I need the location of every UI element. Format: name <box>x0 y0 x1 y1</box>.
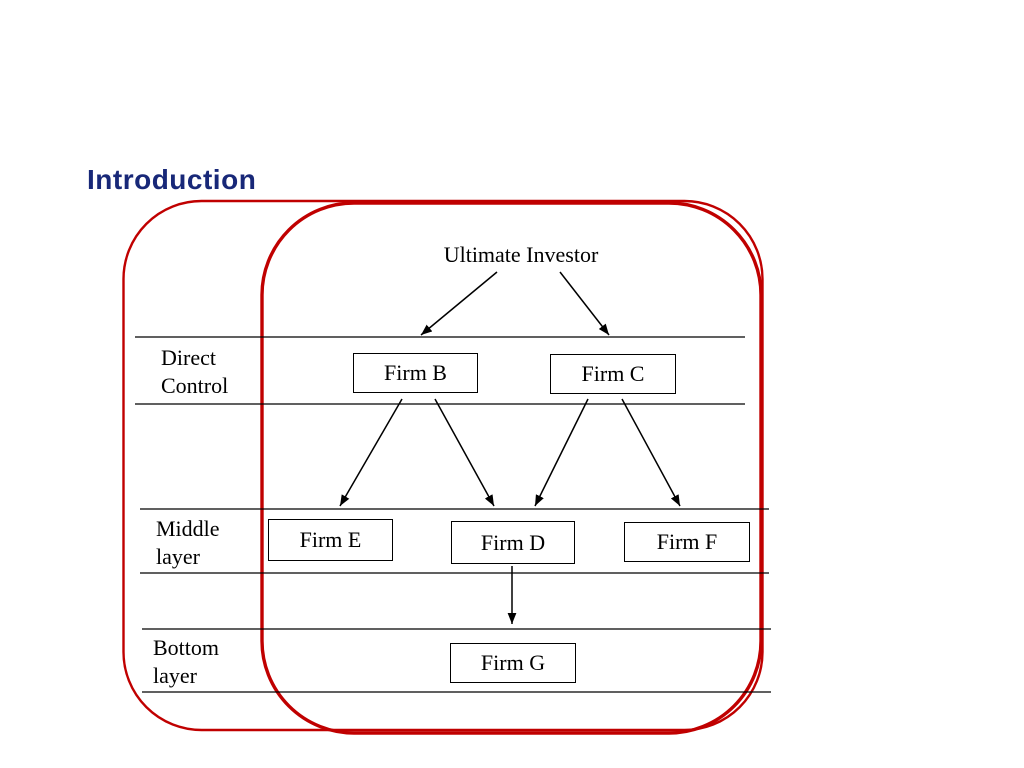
firm-box-e: Firm E <box>268 519 393 561</box>
red-boundary-outer <box>122 199 764 732</box>
firm-box-g: Firm G <box>450 643 576 683</box>
layer-label-direct-control-line2: Control <box>161 373 229 398</box>
firm-box-f: Firm F <box>624 522 750 562</box>
arrow-firm-b-to-firm-e <box>339 398 403 507</box>
firm-box-d: Firm D <box>451 521 575 564</box>
layer-label-bottom-layer-line1: Bottom <box>153 635 220 660</box>
arrow-firm-c-to-firm-f <box>621 398 681 507</box>
layer-label-middle-layer: Middle layer <box>156 515 220 571</box>
arrow-firm-c-to-firm-d <box>534 398 589 507</box>
arrow-ultimate-to-firm-c <box>559 271 610 336</box>
firm-box-g-label: Firm G <box>480 650 546 675</box>
layer-label-direct-control: Direct Control <box>161 344 228 400</box>
firm-box-d-label: Firm D <box>480 529 546 555</box>
ultimate-investor-label: Ultimate Investor <box>443 242 599 267</box>
arrow-ultimate-to-firm-b <box>420 271 498 336</box>
slide-title: Introduction <box>87 164 257 195</box>
layer-label-middle-layer-line2: layer <box>156 544 200 569</box>
firm-box-b: Firm B <box>353 353 478 393</box>
firm-box-c: Firm C <box>550 354 676 394</box>
layer-label-bottom-layer: Bottom layer <box>153 634 219 690</box>
red-boundary-inner <box>260 201 763 735</box>
firm-box-c-label: Firm C <box>581 361 645 386</box>
layer-label-bottom-layer-line2: layer <box>153 663 197 688</box>
arrow-firm-b-to-firm-d <box>434 398 495 507</box>
layer-label-middle-layer-line1: Middle <box>156 516 220 541</box>
firm-box-f-label: Firm F <box>656 529 718 554</box>
firm-box-b-label: Firm B <box>384 360 447 385</box>
layer-label-direct-control-line1: Direct <box>161 345 216 370</box>
firm-box-e-label: Firm E <box>299 527 362 552</box>
